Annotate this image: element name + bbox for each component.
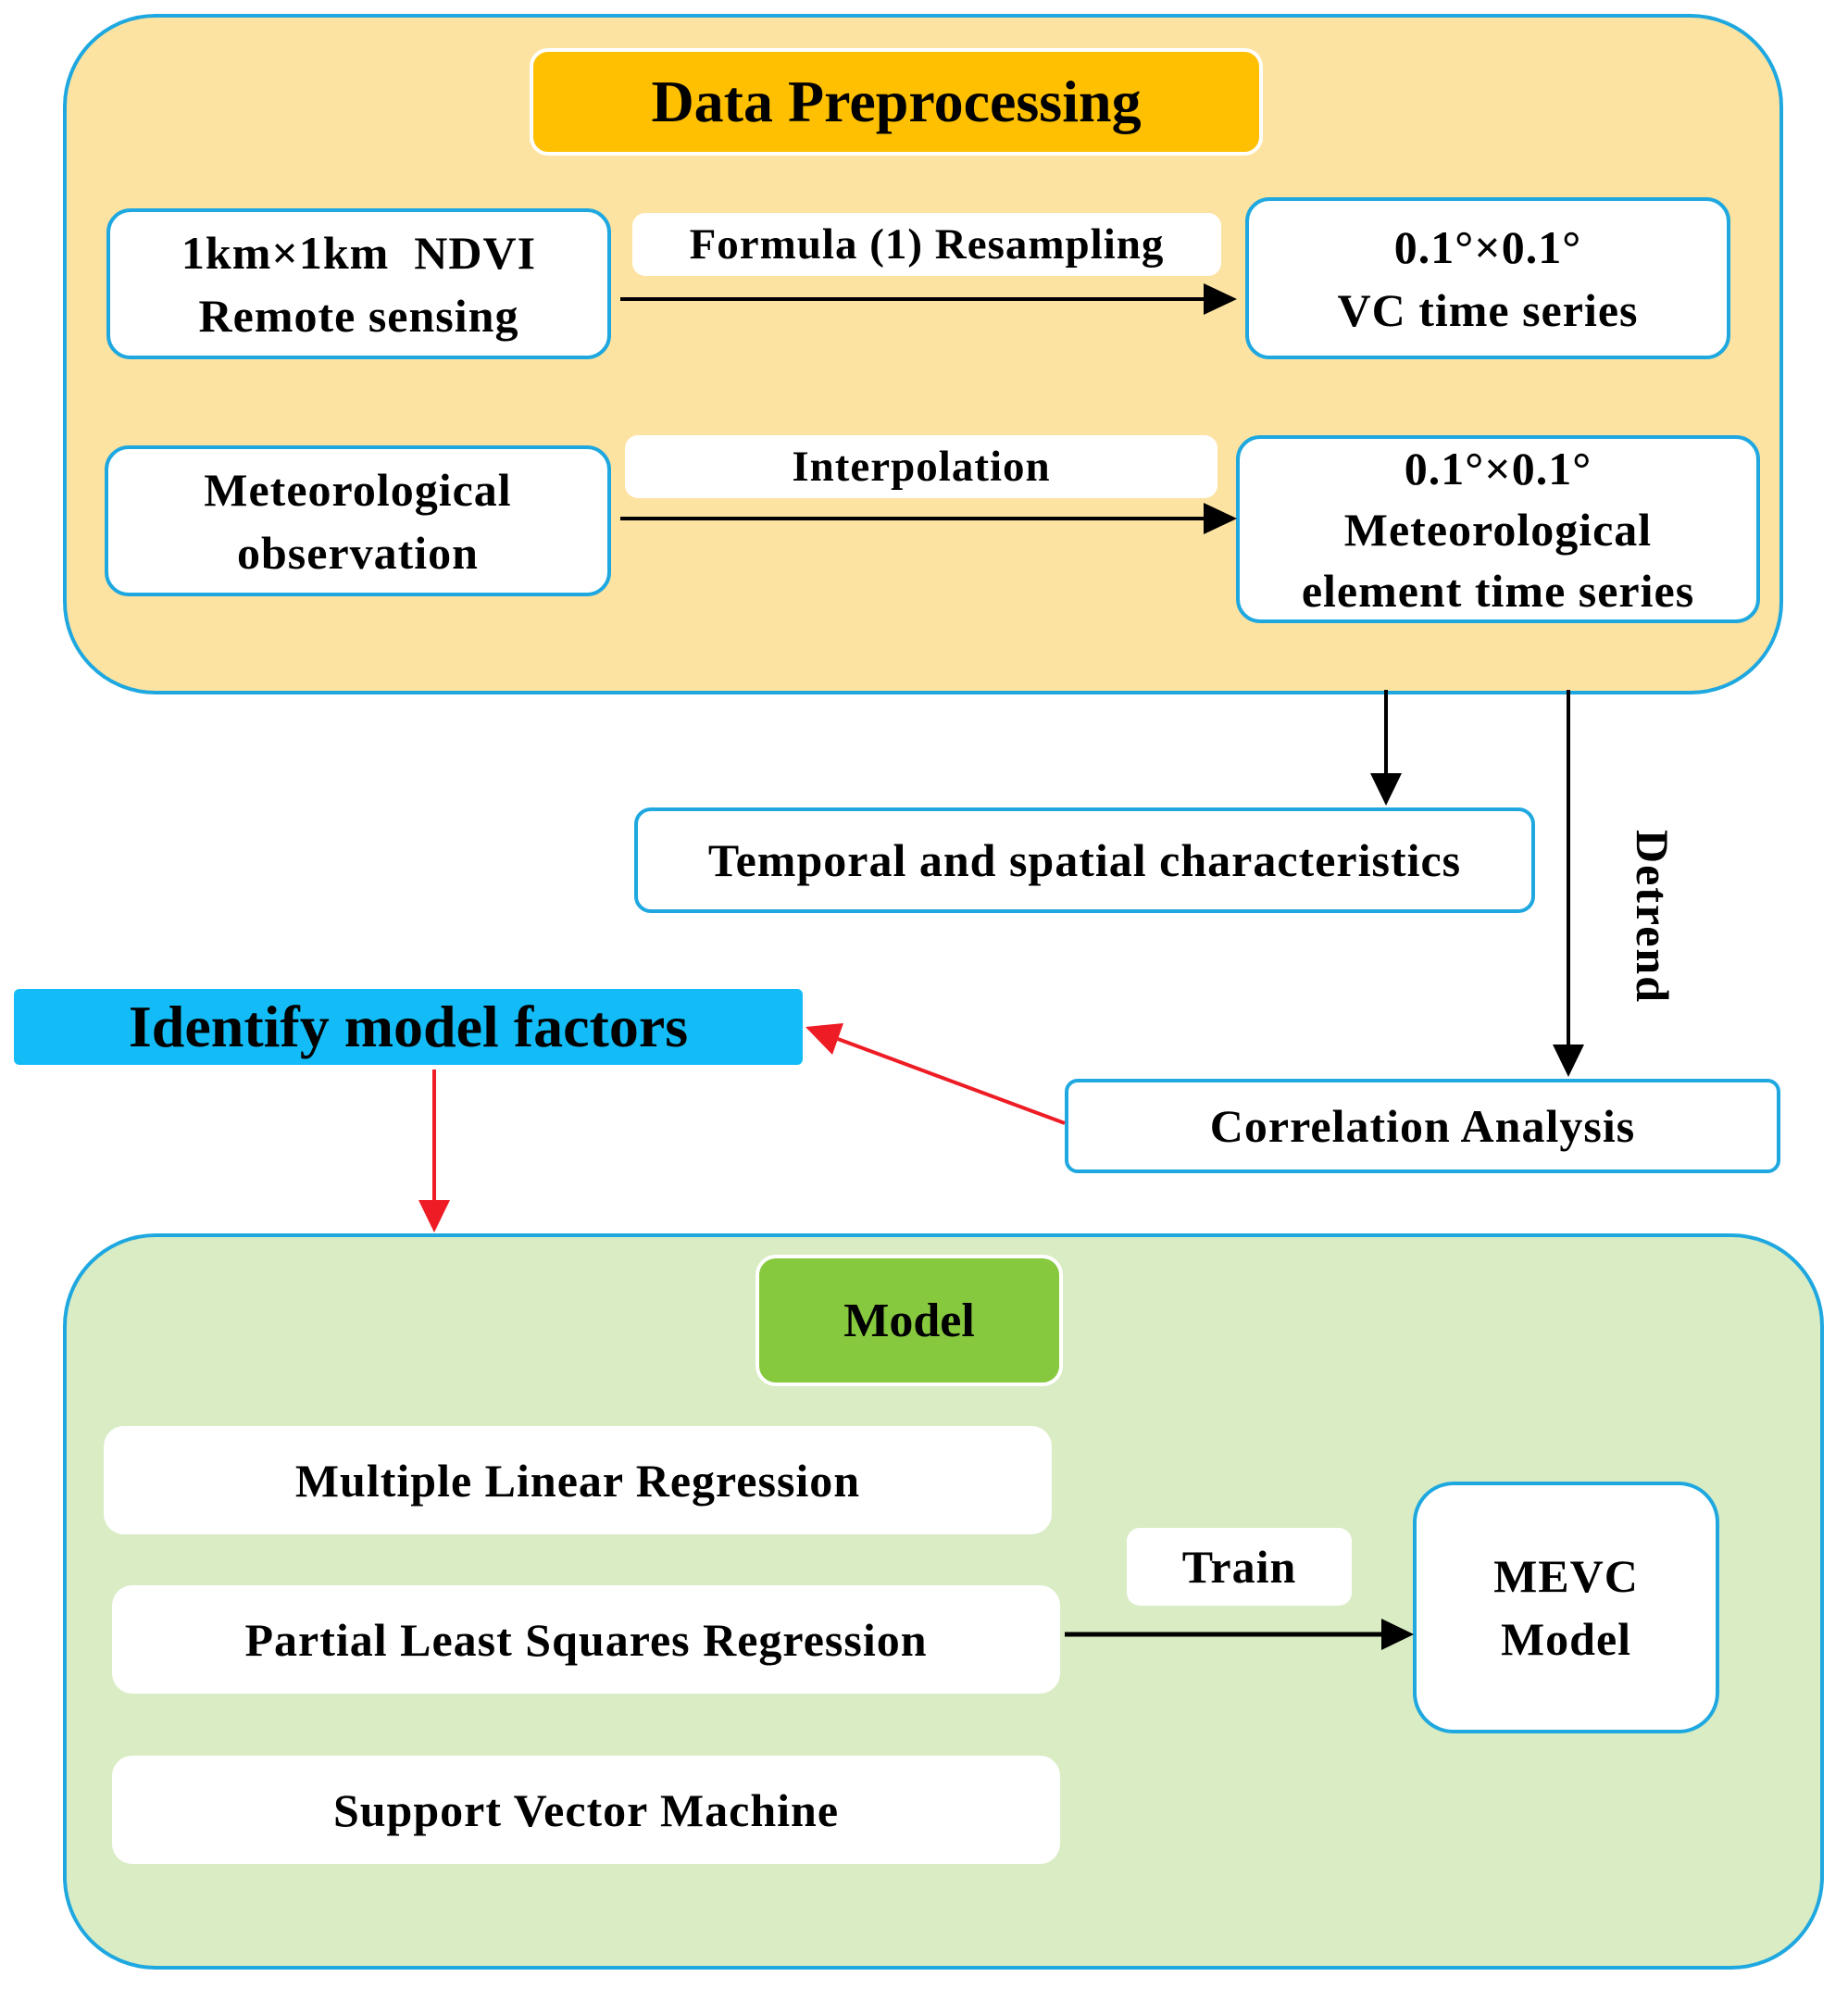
ndvi-remote-sensing-box: 1km×1km NDVI Remote sensing	[106, 208, 611, 359]
down-arrow-to-characteristics	[1370, 690, 1402, 806]
meteorological-element-time-series-box: 0.1°×0.1° Meteorological element time se…	[1236, 435, 1760, 623]
meteo-line2: observation	[236, 526, 479, 579]
factors-to-model-arrow	[418, 1070, 450, 1232]
mevc-line1: MEVC	[1493, 1550, 1639, 1602]
multiple-linear-regression-box: Multiple Linear Regression	[104, 1426, 1052, 1534]
ndvi-line1: 1km×1km NDVI	[181, 226, 537, 279]
model-header: Model	[755, 1255, 1063, 1386]
meteo-ts-line1: 0.1°×0.1°	[1404, 442, 1592, 494]
detrend-arrow	[1553, 690, 1584, 1077]
vc-time-series-box: 0.1°×0.1° VC time series	[1245, 197, 1730, 359]
meteo-ts-line3: element time series	[1301, 564, 1695, 617]
temporal-spatial-characteristics-box: Temporal and spatial characteristics	[634, 807, 1535, 913]
support-vector-machine-box: Support Vector Machine	[112, 1756, 1060, 1864]
train-arrow	[1065, 1619, 1414, 1650]
vc-line1: 0.1°×0.1°	[1393, 220, 1582, 273]
partial-least-squares-regression-box: Partial Least Squares Regression	[112, 1585, 1060, 1694]
vc-line2: VC time series	[1337, 283, 1639, 336]
meteorological-observation-box: Meteorological observation	[105, 445, 611, 596]
mevc-model-box: MEVC Model	[1413, 1482, 1719, 1733]
identify-model-factors-box: Identify model factors	[14, 989, 803, 1065]
correlation-to-factors-arrow	[805, 1023, 1066, 1125]
resampling-label: Formula (1) Resampling	[632, 213, 1221, 276]
interpolation-arrow	[620, 503, 1237, 534]
correlation-analysis-box: Correlation Analysis	[1065, 1079, 1780, 1173]
mevc-line2: Model	[1500, 1613, 1632, 1665]
interpolation-label: Interpolation	[625, 435, 1217, 498]
ndvi-line2: Remote sensing	[198, 289, 519, 342]
meteo-line1: Meteorological	[204, 463, 512, 516]
meteo-ts-line2: Meteorological	[1343, 503, 1653, 556]
data-preprocessing-header: Data Preprocessing	[530, 48, 1263, 156]
resampling-arrow	[620, 283, 1237, 315]
train-label: Train	[1127, 1528, 1352, 1606]
